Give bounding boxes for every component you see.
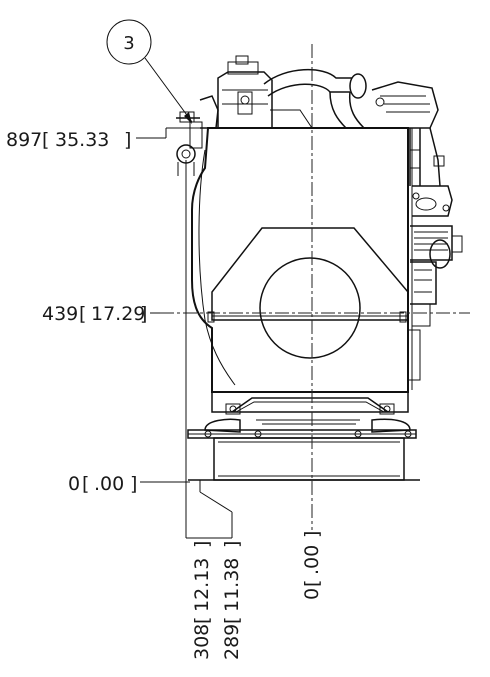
callout-label: 3 — [123, 33, 134, 54]
dimension-0-left: 0 [ .00 ] — [68, 473, 190, 495]
dim-0b-mm: 0 — [301, 588, 323, 600]
dim-308-bracket-close: ] — [191, 541, 213, 548]
dim-897-bracket-close: ] — [124, 129, 131, 151]
dim-308-bracket-open: [ — [191, 617, 213, 624]
engine-outline — [187, 127, 420, 481]
dim-308-in: 12.13 — [191, 558, 213, 612]
dim-439-bracket-close: ] — [140, 303, 147, 325]
dim-308-mm: 308 — [191, 624, 213, 660]
dim-439-mm: 439 — [42, 303, 78, 325]
dimension-0-bottom: 0 [ .00 ] — [301, 531, 323, 600]
dimension-439: 439 [ 17.29 ] — [42, 303, 160, 325]
dim-897-mm: 897 — [6, 129, 42, 151]
left-dimensions: 897 [ 35.33 ] 439 [ 17.29 ] 0 [ .00 ] — [6, 127, 206, 495]
dim-0-bracket-close: ] — [130, 473, 137, 495]
dim-897-bracket-open: [ — [42, 129, 49, 151]
dim-0b-bracket-close: ] — [301, 531, 323, 538]
dim-439-in: 17.29 — [91, 303, 145, 325]
dim-439-bracket-open: [ — [79, 303, 86, 325]
bottom-dimensions: 308 [ 12.13 ] 289 [ 11.38 ] 0 [ .00 ] — [185, 160, 323, 660]
callout-balloon-3: 3 — [106, 19, 193, 124]
dim-897-in: 35.33 — [55, 129, 109, 151]
dim-289-bracket-open: [ — [221, 617, 243, 624]
dimension-897: 897 [ 35.33 ] — [6, 127, 206, 151]
callout-arrowhead — [184, 112, 192, 124]
callout-circle — [106, 19, 152, 65]
dim-0-bracket-open: [ — [82, 473, 89, 495]
centerlines — [160, 44, 470, 530]
dimension-308: 308 [ 12.13 ] — [191, 541, 213, 660]
dim-0b-bracket-open: [ — [301, 580, 323, 587]
dim-0-mm: 0 — [68, 473, 80, 495]
dim-289-bracket-close: ] — [221, 541, 243, 548]
dim-289-in: 11.38 — [221, 558, 243, 612]
dim-0b-in: .00 — [301, 545, 323, 575]
dim-289-mm: 289 — [221, 624, 243, 660]
dimension-289: 289 [ 11.38 ] — [221, 541, 243, 660]
engine-right-components — [408, 127, 463, 381]
dim-0-in: .00 — [94, 473, 124, 495]
callout-leader — [144, 57, 193, 123]
engine-top-components — [176, 55, 439, 176]
